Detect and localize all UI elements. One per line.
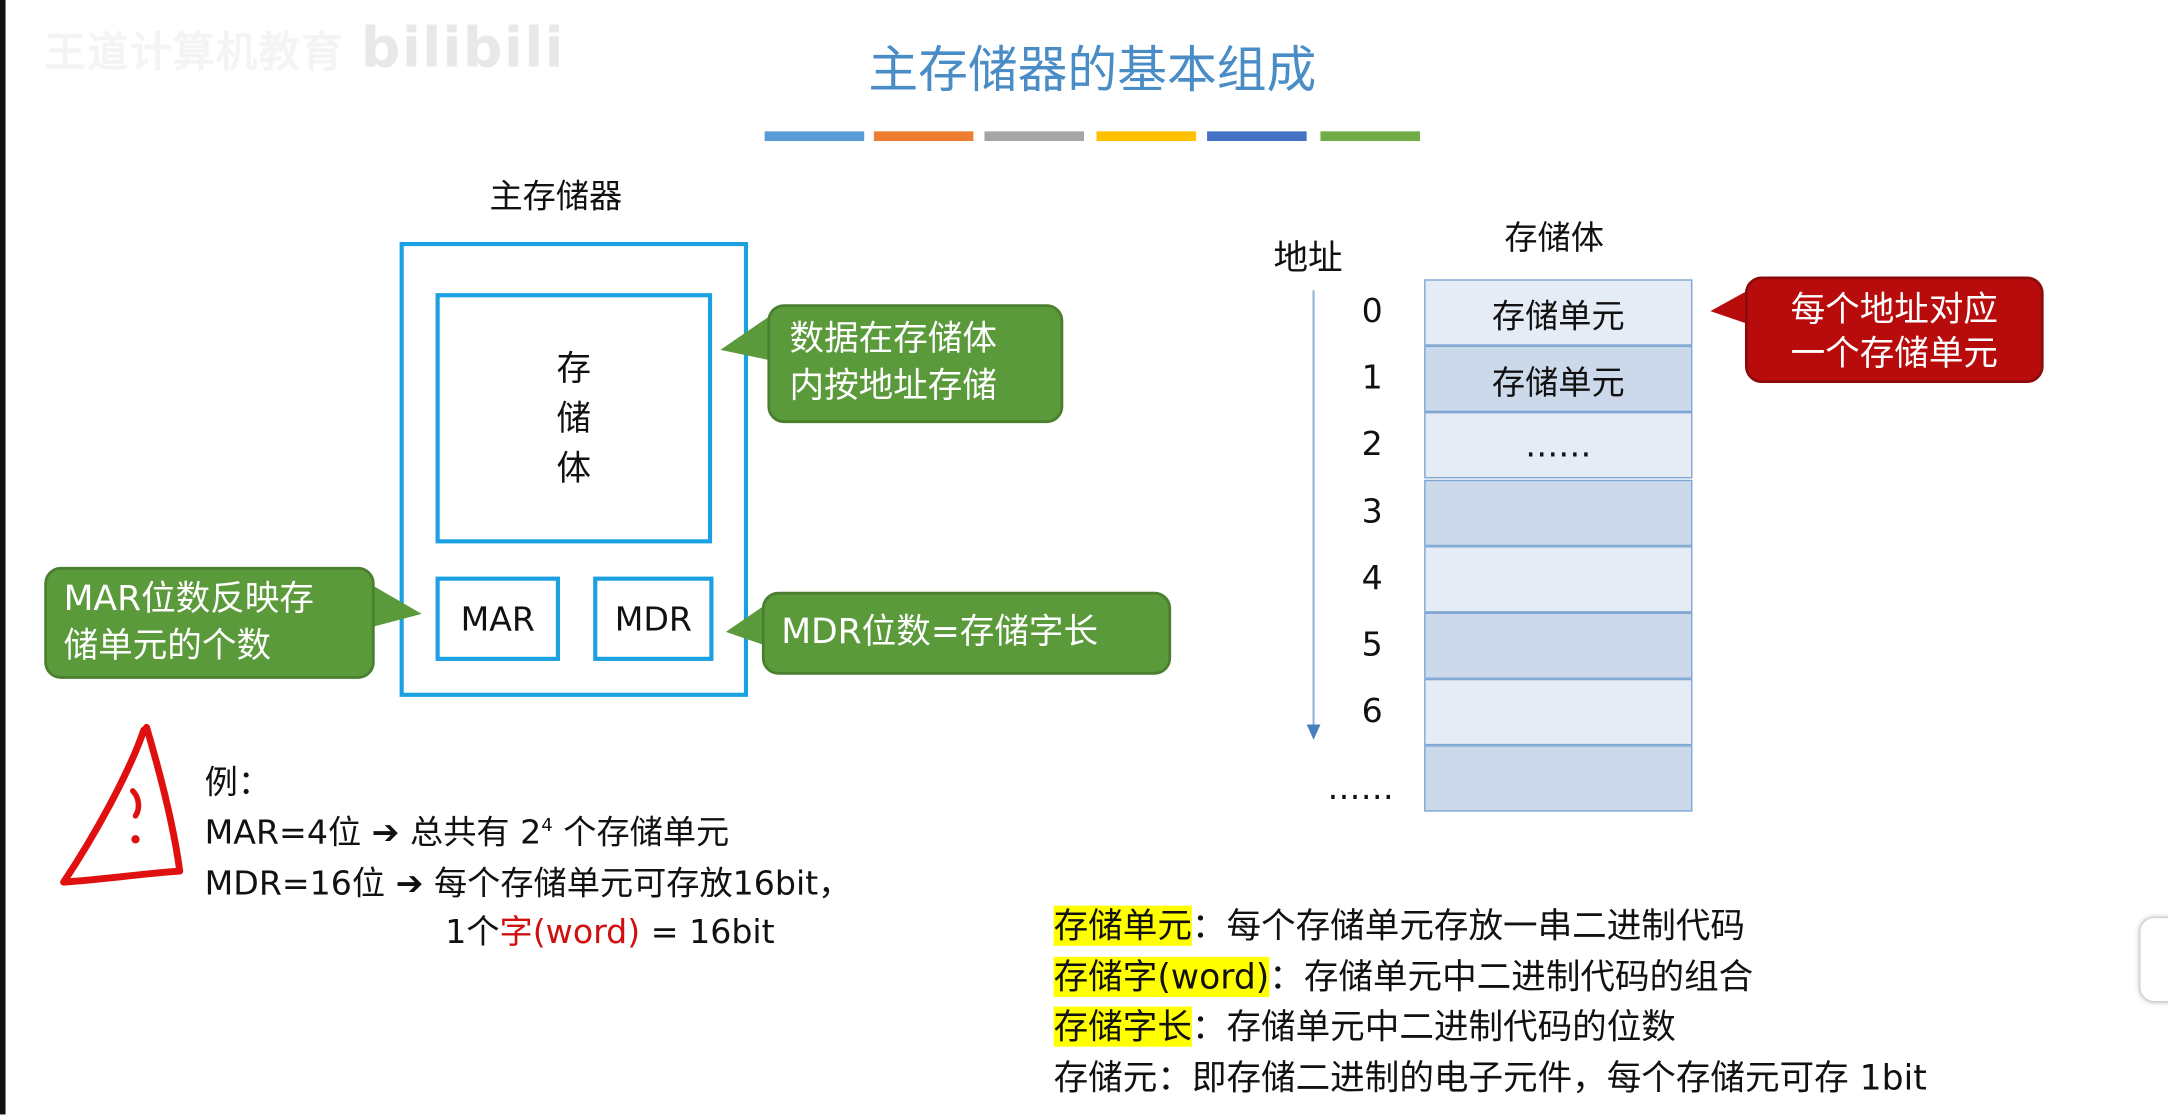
highlight-word: 字(word) bbox=[499, 912, 641, 952]
callout-line: 内按地址存储 bbox=[789, 365, 997, 406]
example-line-word: 1个字(word) = 16bit bbox=[445, 904, 774, 952]
memory-cell: 存储单元 bbox=[1424, 279, 1693, 346]
text: = 16bit bbox=[640, 912, 775, 952]
definition-term: 存储元 bbox=[1053, 1057, 1158, 1098]
memory-cell bbox=[1424, 545, 1693, 613]
example-line-mdr: MDR=16位 ➔ 每个存储单元可存放16bit， bbox=[205, 856, 852, 904]
memory-cell bbox=[1424, 479, 1693, 546]
storage-body-char: 存 bbox=[556, 347, 592, 388]
example-line-mar: MAR=4位 ➔ 总共有 24 个存储单元 bbox=[205, 805, 730, 853]
callout-pointer bbox=[720, 313, 773, 361]
storage-body-box: 存 储 体 bbox=[435, 293, 713, 544]
left-edge bbox=[0, 0, 6, 1115]
side-overlay-panel[interactable] bbox=[2140, 918, 2168, 1002]
address-number: 2 bbox=[1361, 425, 1383, 464]
definition-term: 存储单元 bbox=[1053, 905, 1192, 946]
address-number: 3 bbox=[1361, 491, 1383, 531]
callout-line: 储单元的个数 bbox=[63, 624, 272, 666]
definition-desc: ：存储单元中二进制代码的位数 bbox=[1191, 1006, 1676, 1047]
definition-row: 存储字长：存储单元中二进制代码的位数 bbox=[1053, 1000, 1676, 1050]
memory-cell: …… bbox=[1424, 412, 1693, 479]
text: 1个 bbox=[445, 912, 500, 952]
definition-desc: ：存储单元中二进制代码的组合 bbox=[1269, 956, 1754, 997]
address-number: …… bbox=[1327, 768, 1394, 808]
callout-storage: 数据在存储体 内按地址存储 bbox=[767, 304, 1064, 424]
storage-body-char: 储 bbox=[556, 397, 592, 438]
accent-bar bbox=[1207, 131, 1307, 142]
accent-bar bbox=[1320, 131, 1421, 142]
definition-desc: ：即存储二进制的电子元件，每个存储元可存 1bit bbox=[1157, 1057, 1927, 1098]
text: 总共有 2 bbox=[399, 813, 542, 852]
callout-pointer bbox=[369, 583, 422, 628]
warning-icon bbox=[60, 723, 184, 886]
definition-term: 存储字长 bbox=[1053, 1006, 1192, 1047]
callout-line: 每个地址对应 bbox=[1790, 288, 1999, 330]
accent-bar bbox=[764, 131, 865, 142]
storage-body-char: 体 bbox=[556, 447, 592, 488]
memory-cell bbox=[1424, 745, 1693, 813]
accent-bar bbox=[1096, 131, 1197, 142]
callout-mdr: MDR位数=存储字长 bbox=[761, 591, 1172, 675]
callout-address: 每个地址对应 一个存储单元 bbox=[1744, 276, 2044, 384]
definition-desc: ：每个存储单元存放一串二进制代码 bbox=[1191, 905, 1746, 946]
page-title: 主存储器的基本组成 bbox=[868, 42, 1317, 100]
address-number: 5 bbox=[1361, 624, 1383, 664]
address-number: 4 bbox=[1361, 558, 1383, 598]
arrow-icon: ➔ bbox=[395, 864, 424, 903]
superscript: 4 bbox=[541, 815, 553, 837]
definition-row: 存储元：即存储二进制的电子元件，每个存储元可存 1bit bbox=[1054, 1050, 1927, 1100]
example-heading: 例： bbox=[204, 763, 272, 802]
address-number: 0 bbox=[1361, 291, 1383, 331]
storage-body-label: 存储体 bbox=[1504, 218, 1604, 258]
watermark-channel: 王道计算机教育 bbox=[44, 29, 345, 78]
address-number: 6 bbox=[1361, 691, 1383, 731]
definition-row: 存储单元：每个存储单元存放一串二进制代码 bbox=[1053, 899, 1746, 949]
callout-pointer bbox=[725, 604, 767, 646]
watermark: 王道计算机教育 bilibili bbox=[44, 17, 565, 81]
callout-pointer bbox=[1710, 288, 1751, 325]
definition-term: 存储字(word) bbox=[1053, 956, 1270, 997]
text: 每个存储单元可存放16bit， bbox=[423, 864, 852, 903]
address-label: 地址 bbox=[1273, 237, 1343, 278]
text: 个存储单元 bbox=[552, 813, 730, 852]
callout-mar: MAR位数反映存 储单元的个数 bbox=[44, 566, 375, 679]
callout-line: 数据在存储体 bbox=[789, 318, 997, 359]
mar-box: MAR bbox=[435, 576, 560, 661]
text: MDR=16位 bbox=[204, 864, 396, 903]
memory-cell bbox=[1424, 612, 1693, 679]
accent-bar bbox=[873, 131, 974, 142]
main-memory-label: 主存储器 bbox=[489, 176, 623, 216]
memory-cell bbox=[1424, 679, 1693, 746]
text: MAR=4位 bbox=[204, 813, 372, 852]
memory-cell: 存储单元 bbox=[1424, 345, 1693, 413]
arrow-icon: ➔ bbox=[371, 813, 400, 852]
definition-row: 存储字(word)：存储单元中二进制代码的组合 bbox=[1053, 949, 1754, 999]
address-number: 1 bbox=[1361, 358, 1383, 398]
bilibili-logo: bilibili bbox=[360, 16, 565, 81]
mdr-box: MDR bbox=[593, 576, 714, 661]
accent-bar bbox=[984, 131, 1085, 142]
callout-line: 一个存储单元 bbox=[1790, 333, 1999, 374]
address-arrow bbox=[1306, 290, 1321, 740]
callout-line: MAR位数反映存 bbox=[63, 577, 314, 619]
